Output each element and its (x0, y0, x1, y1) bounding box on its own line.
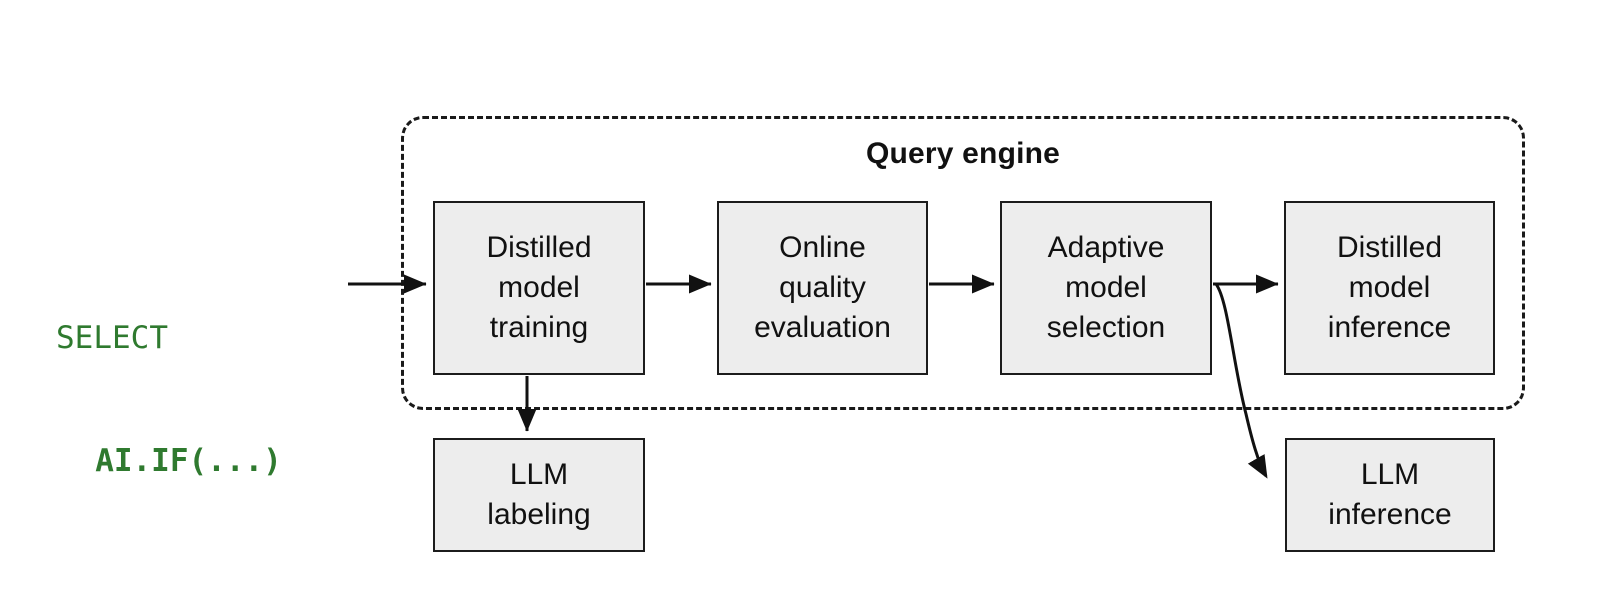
sql-function-ai-if: AI.IF(...) (95, 442, 282, 479)
node-label: LLM inference (1328, 457, 1452, 531)
arrow-selection-to-llm-inference (1214, 283, 1268, 479)
node-llm-inference: LLM inference (1285, 438, 1495, 552)
node-label: LLM labeling (487, 457, 591, 531)
node-llm-labeling: LLM labeling (433, 438, 645, 552)
node-distilled-model-inference: Distilled model inference (1284, 201, 1495, 375)
node-distilled-model-training: Distilled model training (433, 201, 645, 375)
node-label: Adaptive model selection (1046, 230, 1166, 345)
sql-query-input: SELECT AI.IF(...) (56, 236, 336, 563)
query-engine-group-title: Query engine (865, 137, 1061, 170)
node-label: Distilled model training (486, 230, 592, 345)
sql-keyword-select: SELECT (56, 319, 168, 356)
node-online-quality-evaluation: Online quality evaluation (717, 201, 928, 375)
query-engine-group-boundary (401, 116, 1525, 410)
node-label: Distilled model inference (1327, 230, 1452, 345)
node-label: Online quality evaluation (754, 230, 891, 345)
node-adaptive-model-selection: Adaptive model selection (1000, 201, 1212, 375)
